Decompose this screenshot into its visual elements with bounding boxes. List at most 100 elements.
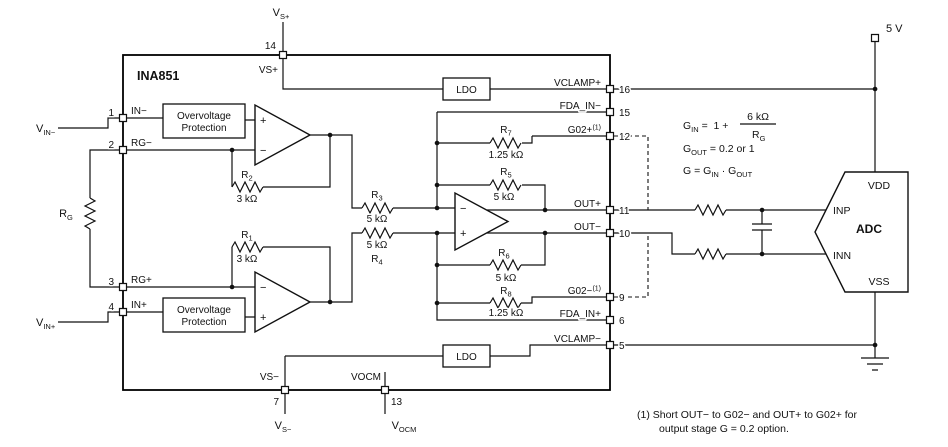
- opamp-bottom-minus-sign: −: [260, 282, 266, 294]
- ovp-bottom-label: Overvoltage Protection: [176, 304, 233, 330]
- opamp-bottom-plus-sign: +: [260, 312, 266, 324]
- footnote-line1: (1) Short OUT− to G02− and OUT+ to G02+ …: [637, 409, 858, 421]
- pin-name: OUT−: [574, 222, 601, 233]
- ovp-line2: Protection: [181, 123, 226, 134]
- ovp-top-label: Overvoltage Protection: [176, 110, 233, 136]
- ldo-bottom-label: LDO: [456, 352, 477, 363]
- pin-5-vclamp-minus: VCLAMP− 5: [553, 333, 627, 354]
- fraction-denominator: RG: [752, 129, 766, 143]
- resistor-value: 5 kΩ: [494, 192, 515, 203]
- pin-number: 6: [619, 316, 625, 327]
- pin-number: 4: [108, 302, 114, 313]
- pin-number: 3: [108, 277, 114, 288]
- ovp-line2: Protection: [181, 317, 226, 328]
- ovp-line1: Overvoltage: [177, 111, 231, 122]
- ldo-top-label: LDO: [456, 85, 477, 96]
- gain-equations: GIN = 1 + 6 kΩ RG GOUT = 0.2 or 1 G = GI…: [682, 110, 771, 181]
- rg-resistor-symbol: [84, 197, 96, 230]
- adc-vss-label: VSS: [868, 276, 889, 288]
- pin-terminals: [118, 33, 880, 395]
- circuit-wires: [58, 22, 876, 414]
- pin-name: VS+: [259, 65, 278, 76]
- resistor-name: R4: [371, 254, 382, 267]
- pin-14-vs-plus: VS+ 14 VS+: [257, 6, 291, 78]
- resistor-r5: R5 5 kΩ: [492, 166, 516, 205]
- pin-4-in-plus: 4 IN+: [107, 299, 149, 315]
- pin-9-g02-minus: G02−(1) 9: [566, 284, 626, 306]
- resistor-r7: R7 1.25 kΩ: [487, 124, 525, 163]
- pin-7-vs-minus: VS− 7 VS−: [258, 371, 293, 436]
- vin-plus-label: VIN+: [36, 317, 56, 331]
- supply-5v-label: 5 V: [886, 23, 903, 35]
- pin-6-fda-in-plus: FDA_IN+ 6: [558, 308, 626, 329]
- pin-name: RG−: [131, 138, 152, 149]
- resistor-r1-symbol: [231, 241, 264, 253]
- gain-output-equation: GOUT = 0.2 or 1: [683, 143, 755, 157]
- ovp-top-box: [162, 103, 246, 139]
- resistor-name: R8: [500, 286, 511, 299]
- pin-12-g02-plus: G02+(1) 12: [566, 123, 632, 145]
- vs-plus-external-label: VS+: [273, 7, 290, 21]
- ldo-bottom-box: [442, 344, 491, 368]
- adc-inp-label: INP: [833, 205, 851, 217]
- vs-minus-external-label: VS−: [275, 420, 292, 434]
- filter-resistor-inn: [694, 248, 727, 260]
- pin-1-in-minus: 1 IN−: [107, 105, 149, 121]
- fda-minus-sign: −: [460, 203, 466, 215]
- resistor-name: R5: [500, 167, 511, 180]
- pin-16-vclamp-plus: VCLAMP+ 16: [553, 77, 633, 98]
- resistor-name: R2: [241, 170, 252, 183]
- filter-capacitor: [752, 210, 772, 254]
- pin-name: IN+: [131, 300, 147, 311]
- resistor-r5-symbol: [489, 179, 522, 191]
- resistor-r4: 5 kΩ R4: [365, 239, 389, 269]
- fda-amplifier: [454, 191, 510, 252]
- resistor-value: 1.25 kΩ: [489, 150, 524, 161]
- pin-2-rg-minus: 2 RG−: [107, 137, 154, 153]
- ldo-top-box: [442, 77, 491, 101]
- resistor-r8-symbol: [489, 297, 522, 309]
- resistor-value: 3 kΩ: [237, 194, 258, 205]
- resistor-r3-symbol: [361, 202, 394, 214]
- adc-block: [814, 171, 909, 293]
- resistor-value: 5 kΩ: [367, 214, 388, 225]
- opamp-top: [254, 103, 312, 167]
- adc-title: ADC: [856, 222, 882, 236]
- opamp-bottom: [254, 270, 312, 334]
- resistor-value: 1.25 kΩ: [489, 308, 524, 319]
- resistor-name: R3: [371, 190, 382, 203]
- pin-name: VS−: [260, 372, 279, 383]
- pin-number: 11: [619, 206, 630, 217]
- pin-number: 15: [619, 108, 631, 119]
- adc-inn-label: INN: [833, 250, 851, 262]
- pin-3-rg-plus: 3 RG+: [107, 274, 154, 290]
- resistor-name: R6: [498, 248, 509, 261]
- pin-name: VCLAMP−: [554, 334, 601, 345]
- pin-name: G02−(1): [568, 286, 601, 298]
- resistor-r8: R8 1.25 kΩ: [487, 285, 525, 321]
- resistor-value: 3 kΩ: [237, 254, 258, 265]
- adc-labels: VDD INP ADC INN VSS: [832, 179, 893, 290]
- pin-name: OUT+: [574, 199, 601, 210]
- junction-dots: [229, 86, 878, 348]
- rg-label: RG: [59, 208, 73, 222]
- resistor-r7-symbol: [489, 137, 522, 149]
- opamp-top-minus-sign: −: [260, 145, 266, 157]
- ovp-bottom-box: [162, 297, 246, 333]
- resistor-r6: R6 5 kΩ: [494, 247, 518, 286]
- pin-13-vocm: VOCM 13 VOCM: [350, 371, 418, 436]
- pin-11-out-plus: OUT+ 11: [573, 198, 632, 219]
- pin-number: 12: [619, 132, 631, 143]
- resistor-value: 5 kΩ: [367, 240, 388, 251]
- chip-title: INA851: [137, 69, 179, 83]
- pin-name: VOCM: [351, 372, 381, 383]
- vocm-external-label: VOCM: [392, 420, 417, 434]
- pin-name: VCLAMP+: [554, 78, 601, 89]
- pin-name: IN−: [131, 106, 147, 117]
- pin-name: RG+: [131, 275, 152, 286]
- pin-name: FDA_IN+: [560, 309, 602, 320]
- pin-15-fda-in-minus: FDA_IN− 15: [558, 100, 632, 121]
- footnote: (1) Short OUT− to G02− and OUT+ to G02+ …: [636, 408, 860, 437]
